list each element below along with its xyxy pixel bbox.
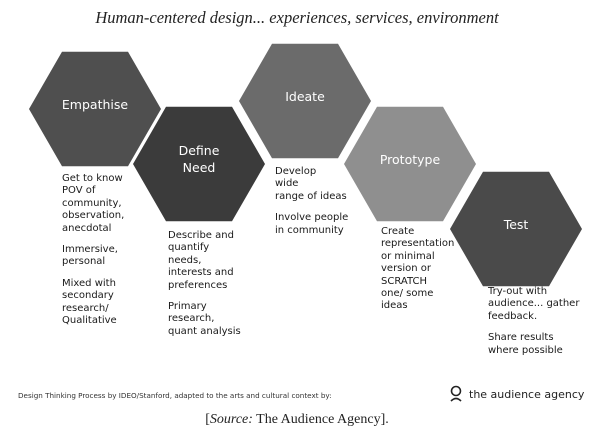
source-label: Source:	[209, 412, 253, 427]
description-line: Develop	[275, 166, 317, 177]
description-line: anecdotal	[62, 222, 112, 234]
description-line: Involve people	[275, 212, 349, 224]
description-line: Get to know	[62, 173, 123, 184]
location-pin-icon	[450, 385, 462, 402]
description-line: Qualitative	[62, 315, 117, 327]
description-line: SCRATCH	[381, 275, 427, 287]
description-line: quant analysis	[168, 325, 241, 337]
description-line: where possible	[488, 344, 563, 356]
stage-label-line: Need	[182, 160, 216, 175]
description-line: research,	[168, 313, 215, 325]
hexagon-stage-1	[29, 51, 161, 167]
logo-text: the audience agency	[469, 387, 585, 401]
hexagon-stage-5	[450, 171, 582, 287]
description-line: range of ideas	[275, 190, 347, 202]
description-line: one/ some	[381, 288, 434, 300]
description-paragraph: Immersive,personal	[62, 244, 124, 269]
description-line: Share results	[488, 332, 554, 344]
description-line: observation,	[62, 210, 125, 222]
description-line: needs,	[168, 254, 202, 266]
description-line: POV of	[62, 185, 96, 197]
description-line: ideas	[381, 300, 408, 312]
stage-label-line: Ideate	[285, 88, 325, 104]
description-line: Primary	[168, 301, 207, 313]
source-caption: [Source: The Audience Agency].	[205, 412, 389, 427]
description-line: feedback.	[488, 310, 538, 322]
description-line: personal	[62, 256, 106, 268]
description-line: preferences	[168, 279, 228, 291]
stage-label-line: Prototype	[379, 151, 441, 167]
stage-label: Prototype	[355, 134, 465, 184]
description-line: Mixed with	[62, 277, 116, 289]
description-line: Try-out with	[488, 286, 548, 297]
description-line: Describe and	[168, 230, 234, 241]
hexagon-stage-3	[239, 43, 371, 159]
description-line: interests and	[168, 267, 234, 279]
description-line: audience... gather	[488, 298, 580, 310]
description-line: in community	[275, 224, 344, 236]
stage-label-line: Test	[503, 216, 529, 232]
description-line: wide	[275, 178, 299, 190]
source-text: The Audience Agency].	[252, 412, 389, 427]
stage-label-line: Empathise	[61, 96, 129, 112]
stage-label-line: Define	[178, 143, 220, 158]
hexagon-stage-2	[133, 106, 265, 222]
description-line: Immersive,	[62, 244, 118, 256]
footer-credit: Design Thinking Process by IDEO/Stanford…	[18, 391, 332, 400]
stage-label: Test	[461, 199, 571, 249]
description-line: representation	[381, 238, 455, 250]
description-line: Create	[381, 226, 415, 237]
stage-label: Ideate	[250, 71, 360, 121]
description-line: or minimal	[381, 250, 435, 262]
hexagon-stage-4	[344, 106, 476, 222]
stage-label: Empathise	[40, 79, 150, 129]
description-line: community,	[62, 197, 122, 209]
description-line: secondary	[62, 290, 114, 302]
description-line: version or	[381, 263, 432, 275]
audience-agency-logo: the audience agency	[449, 385, 584, 403]
diagram-title: Human-centered design... experiences, se…	[95, 8, 499, 27]
description-line: research/	[62, 302, 109, 314]
description-line: quantify	[168, 242, 210, 254]
